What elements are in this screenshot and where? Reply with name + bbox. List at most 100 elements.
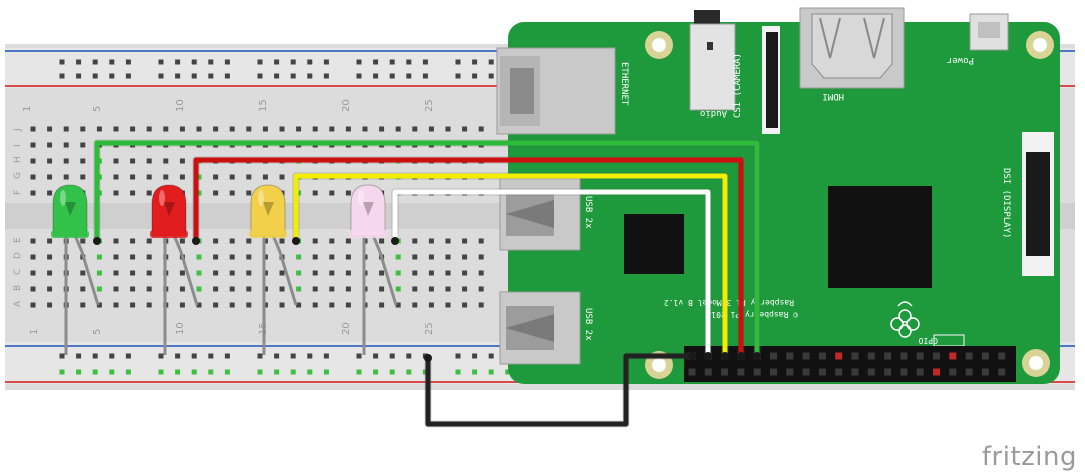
rail-hole (356, 59, 362, 65)
breadboard-hole (395, 286, 401, 292)
breadboard-hole (213, 254, 219, 260)
breadboard-hole (279, 238, 285, 244)
gpio-pin (835, 352, 843, 360)
breadboard-hole (47, 286, 53, 292)
row-letter: H (13, 156, 23, 163)
rail-hole (224, 353, 230, 359)
rail-hole (158, 353, 164, 359)
breadboard-hole (229, 286, 235, 292)
breadboard-hole (345, 238, 351, 244)
model-label-line2: © Raspberry Pi 2015 (706, 310, 798, 319)
breadboard-hole (329, 190, 335, 196)
gpio-pin (786, 368, 794, 376)
gpio-pin (802, 352, 810, 360)
rail-hole (175, 59, 181, 65)
led-red (150, 184, 199, 355)
breadboard-hole (163, 174, 169, 180)
led-white (349, 184, 398, 355)
breadboard-hole (246, 302, 252, 308)
rail-hole (323, 59, 329, 65)
breadboard-hole (312, 270, 318, 276)
usb-label-1: USB 2x (583, 196, 593, 229)
breadboard-hole (379, 238, 385, 244)
rail-hole (290, 73, 296, 79)
breadboard-hole (113, 302, 119, 308)
gpio-pin (867, 352, 875, 360)
rail-hole (175, 73, 181, 79)
rail-hole (191, 59, 197, 65)
rail-hole (224, 73, 230, 79)
breadboard-hole (329, 126, 335, 132)
rail-hole (505, 369, 511, 375)
rail-hole (257, 369, 263, 375)
breadboard-hole (345, 270, 351, 276)
led-rim (349, 230, 387, 238)
gpio-pin (965, 368, 973, 376)
breadboard-hole (113, 174, 119, 180)
gpio-label: GPIO (919, 336, 938, 345)
breadboard-hole (279, 174, 285, 180)
audio-jack (689, 10, 736, 111)
breadboard-hole (229, 270, 235, 276)
breadboard-hole (196, 126, 202, 132)
rail-hole (59, 369, 65, 375)
rail-hole (472, 353, 478, 359)
rail-hole (472, 369, 478, 375)
column-number-top: 1 (22, 106, 33, 112)
breadboard-hole (445, 286, 451, 292)
rail-hole (389, 369, 395, 375)
breadboard-hole (47, 302, 53, 308)
breadboard-hole (445, 270, 451, 276)
hdmi-port (799, 7, 905, 89)
breadboard-hole (113, 238, 119, 244)
csi-camera-connector (762, 26, 780, 134)
breadboard-hole (462, 302, 468, 308)
gpio-pin (981, 352, 989, 360)
rail-hole (191, 73, 197, 79)
breadboard-hole (412, 270, 418, 276)
rail-hole (455, 73, 461, 79)
row-letter: F (13, 190, 23, 195)
breadboard-hole (345, 190, 351, 196)
logo-leaves (897, 301, 913, 307)
power-connector (969, 13, 1009, 51)
breadboard-hole (146, 174, 152, 180)
breadboard-hole (130, 302, 136, 308)
breadboard-hole (63, 158, 69, 164)
breadboard-hole (163, 126, 169, 132)
breadboard-hole (130, 158, 136, 164)
breadboard-hole (146, 302, 152, 308)
wire-layer (93, 139, 761, 428)
gpio-pin (998, 368, 1006, 376)
breadboard-hole (213, 302, 219, 308)
breadboard-hole (428, 270, 434, 276)
model-label-line1: Raspberry Pi 3 Model B v1.2 (664, 298, 794, 307)
gpio-pin (818, 368, 826, 376)
breadboard-hole (47, 126, 53, 132)
led-green (51, 184, 100, 355)
breadboard-hole (462, 286, 468, 292)
gpio-pin (770, 368, 777, 376)
row-letter: I (13, 144, 23, 147)
wire-green-end (753, 352, 761, 360)
breadboard-hole (246, 238, 252, 244)
breadboard-hole (213, 270, 219, 276)
breadboard-hole (329, 270, 335, 276)
breadboard-hole (229, 190, 235, 196)
breadboard-hole (113, 126, 119, 132)
rail-hole (488, 59, 494, 65)
wire-black (425, 353, 692, 427)
breadboard-hole (379, 126, 385, 132)
column-number-bottom: 1 (29, 329, 40, 335)
rail-hole (472, 73, 478, 79)
breadboard-hole (130, 126, 136, 132)
breadboard-hole (146, 158, 152, 164)
column-number-bottom: 10 (175, 322, 186, 335)
breadboard-hole (478, 126, 484, 132)
rail-hole (406, 59, 412, 65)
breadboard-hole (179, 238, 185, 244)
led-rim (249, 230, 287, 238)
column-number-bottom: 20 (341, 322, 352, 335)
rail-hole (109, 59, 115, 65)
gpio-pin (933, 352, 940, 360)
